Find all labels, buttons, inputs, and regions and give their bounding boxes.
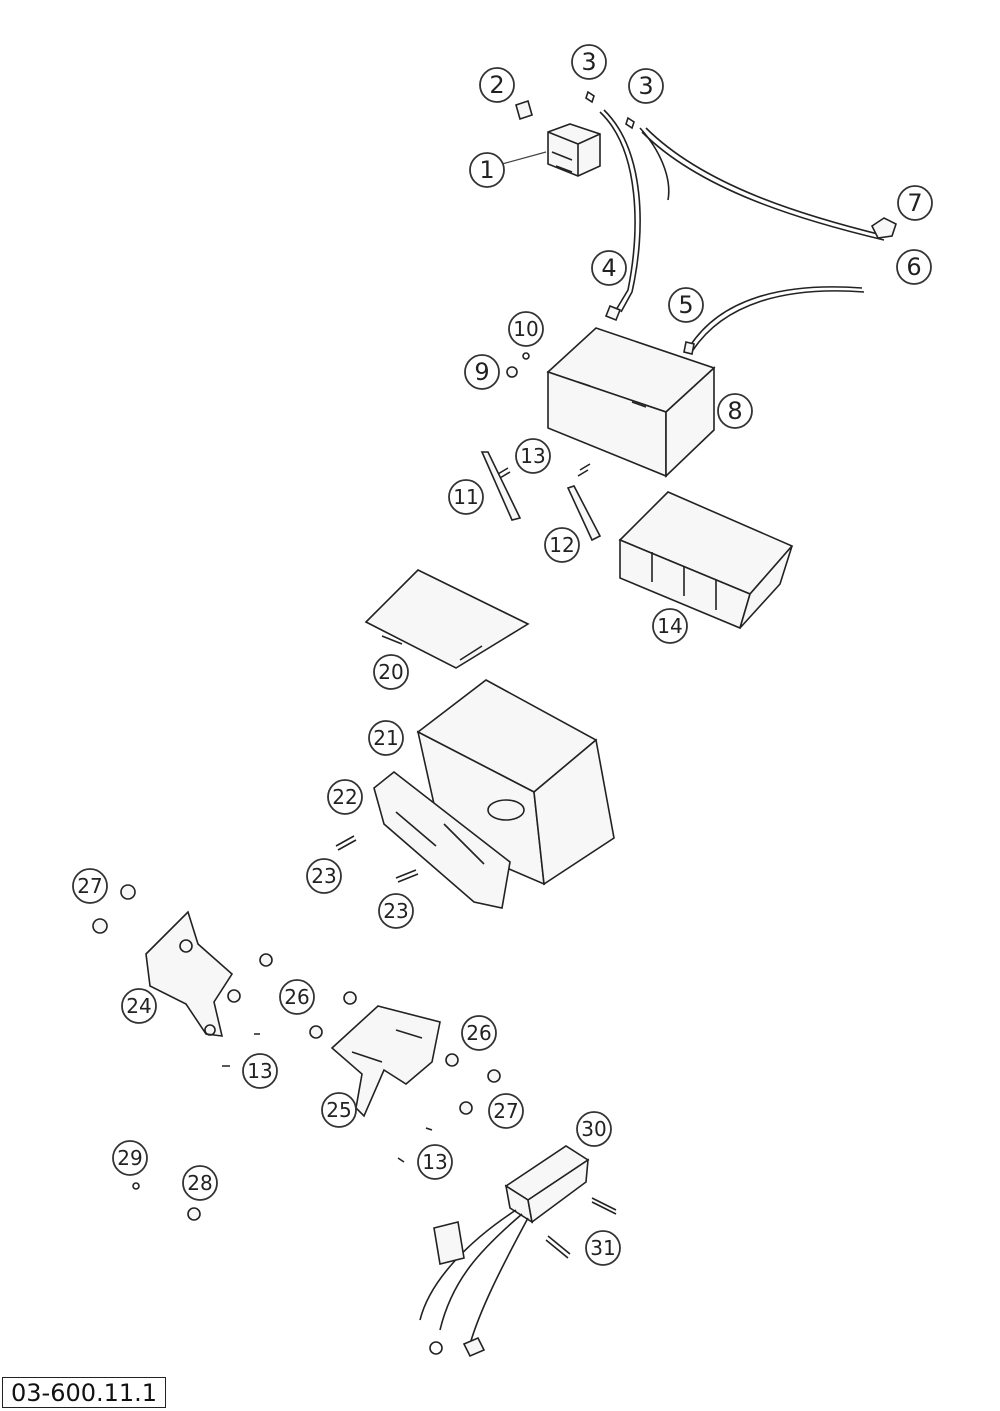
part-7-terminal-cap [870, 217, 897, 239]
callout-13-left: 13 [242, 1053, 278, 1089]
callout-4: 4 [591, 250, 627, 286]
part-23-bolt-lower [395, 869, 419, 883]
callout-29-label: 29 [117, 1146, 142, 1170]
part-27-grommet-right [459, 1069, 501, 1115]
part-12-strap [566, 463, 602, 542]
callout-30: 30 [576, 1111, 612, 1147]
callout-11: 11 [448, 479, 484, 515]
callout-31-label: 31 [590, 1236, 615, 1260]
part-25-bracket [330, 1005, 441, 1118]
callout-3-right: 3 [628, 68, 664, 104]
callout-13-bottom-label: 13 [422, 1150, 447, 1174]
part-22-side-plate [373, 770, 511, 909]
callout-24: 24 [121, 988, 157, 1024]
callout-25: 25 [321, 1092, 357, 1128]
callout-26-right-label: 26 [466, 1021, 491, 1045]
callout-13-top-label: 13 [520, 444, 545, 468]
part-30-regulator [419, 1145, 590, 1358]
part-9-nut [506, 366, 518, 378]
callout-27-right-label: 27 [493, 1099, 518, 1123]
part-24-bracket [145, 910, 234, 1037]
part-27-grommet-top [92, 884, 136, 934]
diagram-reference-code: 03-600.11.1 [2, 1377, 167, 1408]
callout-13-left-label: 13 [247, 1059, 272, 1083]
callout-5-label: 5 [678, 291, 693, 319]
part-23-bolt-upper [335, 835, 357, 851]
callout-11-label: 11 [453, 485, 478, 509]
callout-21-label: 21 [373, 726, 398, 750]
callout-28: 28 [182, 1165, 218, 1201]
callout-14-label: 14 [657, 614, 682, 638]
part-8-battery [546, 327, 716, 478]
callout-31: 31 [585, 1230, 621, 1266]
callout-27-top-label: 27 [77, 874, 102, 898]
callout-20: 20 [373, 654, 409, 690]
callout-27-right: 27 [488, 1093, 524, 1129]
callout-2: 2 [479, 67, 515, 103]
part-5-cable [683, 286, 865, 355]
part-29-screw [132, 1182, 140, 1190]
callout-5: 5 [668, 287, 704, 323]
part-3-screw-left [585, 90, 595, 104]
part-13-screw-top [497, 467, 511, 479]
callout-6-label: 6 [906, 253, 921, 281]
callout-26-left: 26 [279, 979, 315, 1015]
callout-22-label: 22 [332, 785, 357, 809]
part-28-nut [187, 1207, 201, 1221]
part-14-battery-tray [618, 491, 794, 630]
callout-22: 22 [327, 779, 363, 815]
callout-10: 10 [508, 311, 544, 347]
callout-24-label: 24 [126, 994, 151, 1018]
callout-14: 14 [652, 608, 688, 644]
callout-25-label: 25 [326, 1098, 351, 1122]
callout-21: 21 [368, 720, 404, 756]
part-26-nuts [227, 953, 459, 1067]
leader-lines [501, 151, 547, 165]
callout-10-label: 10 [513, 317, 538, 341]
callout-27-top: 27 [72, 868, 108, 904]
callout-2-label: 2 [489, 71, 504, 99]
callout-6: 6 [896, 249, 932, 285]
callout-23-upper-label: 23 [311, 864, 336, 888]
callout-7: 7 [897, 185, 933, 221]
callout-13-bottom: 13 [417, 1144, 453, 1180]
callout-12: 12 [544, 527, 580, 563]
callout-7-label: 7 [907, 189, 922, 217]
part-6-cable [639, 127, 887, 241]
part-13-screw-bottom [397, 1127, 433, 1163]
callout-3-left: 3 [571, 44, 607, 80]
callout-23-upper: 23 [306, 858, 342, 894]
callout-26-right: 26 [461, 1015, 497, 1051]
callout-3-right-label: 3 [638, 72, 653, 100]
callout-1-label: 1 [479, 156, 494, 184]
part-13-screw-left [222, 1033, 260, 1067]
part-1-relay [547, 123, 601, 177]
callout-12-label: 12 [549, 533, 574, 557]
callout-23-lower-label: 23 [383, 899, 408, 923]
part-10-washer [522, 352, 530, 360]
callout-1: 1 [469, 152, 505, 188]
callout-13-top: 13 [515, 438, 551, 474]
callout-28-label: 28 [187, 1171, 212, 1195]
callout-8: 8 [717, 393, 753, 429]
callout-20-label: 20 [378, 660, 403, 684]
callout-26-left-label: 26 [284, 985, 309, 1009]
part-31-bolts [545, 1197, 617, 1259]
part-21-battery-box [416, 679, 615, 886]
part-2-clip [515, 99, 533, 121]
callout-3-left-label: 3 [581, 48, 596, 76]
callout-30-label: 30 [581, 1117, 606, 1141]
callout-23-lower: 23 [378, 893, 414, 929]
callout-29: 29 [112, 1140, 148, 1176]
callout-9: 9 [464, 354, 500, 390]
part-4-cable [599, 109, 641, 322]
callout-8-label: 8 [727, 397, 742, 425]
part-20-cover [364, 569, 530, 669]
part-11-strap [480, 451, 522, 521]
callout-9-label: 9 [474, 358, 489, 386]
part-3-screw-right [625, 116, 635, 130]
callout-4-label: 4 [601, 254, 616, 282]
